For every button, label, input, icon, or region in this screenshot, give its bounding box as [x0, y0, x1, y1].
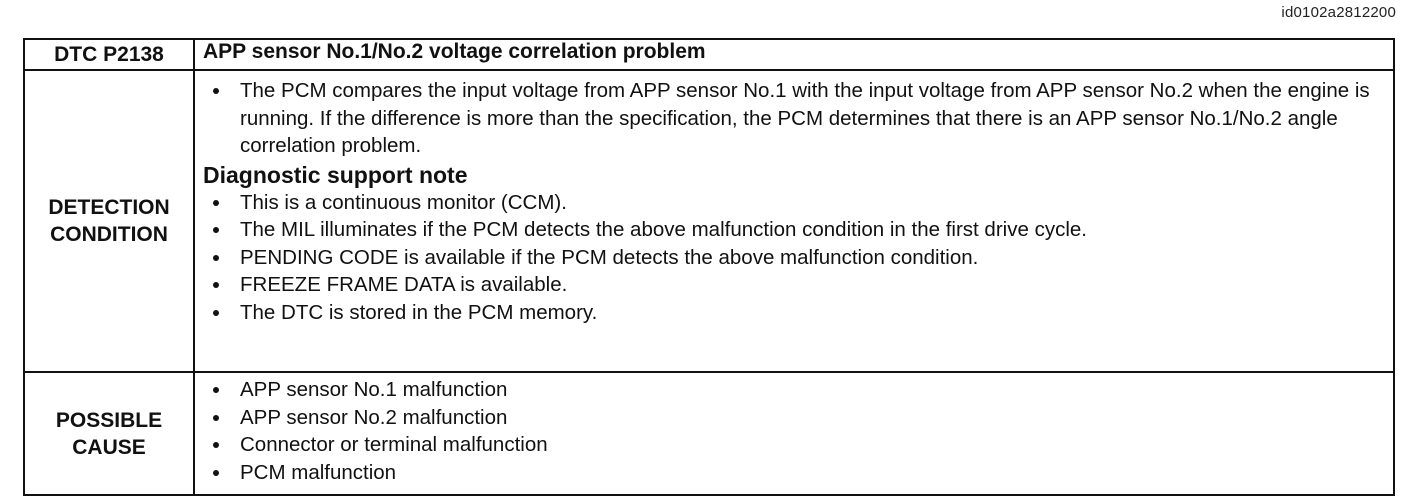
detection-condition-content: The PCM compares the input voltage from …: [193, 69, 1395, 373]
list-item: APP sensor No.2 malfunction: [203, 404, 1383, 432]
dtc-table: DTC P2138 APP sensor No.1/No.2 voltage c…: [23, 38, 1395, 496]
dtc-code: DTC P2138: [23, 38, 195, 71]
possible-cause-label: POSSIBLE CAUSE: [23, 371, 195, 496]
possible-cause-list: APP sensor No.1 malfunction APP sensor N…: [203, 376, 1383, 486]
list-item: FREEZE FRAME DATA is available.: [203, 271, 1383, 299]
cause-label-line1: POSSIBLE: [55, 408, 163, 432]
cause-label-line2: CAUSE: [72, 435, 146, 459]
detection-condition-label: DETECTION CONDITION: [23, 69, 195, 373]
list-item: APP sensor No.1 malfunction: [203, 376, 1383, 404]
detection-description: The PCM compares the input voltage from …: [203, 77, 1383, 160]
list-item: This is a continuous monitor (CCM).: [203, 189, 1383, 217]
list-item: The DTC is stored in the PCM memory.: [203, 299, 1383, 327]
diagnostic-support-note-heading: Diagnostic support note: [203, 161, 468, 188]
dtc-title: APP sensor No.1/No.2 voltage correlation…: [193, 38, 1395, 71]
detection-label-line2: CONDITION: [50, 223, 168, 246]
document-id: id0102a2812200: [1281, 4, 1396, 21]
list-item: Connector or terminal malfunction: [203, 431, 1383, 459]
diagnostic-notes-list: This is a continuous monitor (CCM). The …: [203, 189, 1383, 327]
detection-description-list: The PCM compares the input voltage from …: [203, 77, 1383, 160]
list-item: The MIL illuminates if the PCM detects t…: [203, 216, 1383, 244]
possible-cause-row: POSSIBLE CAUSE APP sensor No.1 malfuncti…: [23, 371, 1395, 496]
list-item: PENDING CODE is available if the PCM det…: [203, 244, 1383, 272]
possible-cause-content: APP sensor No.1 malfunction APP sensor N…: [193, 371, 1395, 496]
detection-label-line1: DETECTION: [48, 196, 170, 219]
dtc-header-row: DTC P2138 APP sensor No.1/No.2 voltage c…: [23, 38, 1395, 71]
detection-condition-row: DETECTION CONDITION The PCM compares the…: [23, 69, 1395, 373]
list-item: PCM malfunction: [203, 459, 1383, 487]
